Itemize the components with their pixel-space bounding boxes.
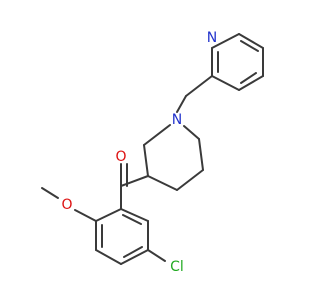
bond-benzene-6 [120,208,149,222]
bond-piperidine-5 [198,138,204,171]
bond-piperidine-3 [147,175,178,191]
bond-ch2-piperidine-n [176,95,187,113]
bond-pyridine-ch2 [185,75,213,97]
bond-benzene-3 [95,249,122,265]
bond-pyridine-2 [238,33,264,49]
bond-aryl-chlorine [147,249,166,262]
piperidine-nitrogen-label: N [172,112,182,128]
bond-pyridine-double-2 [240,72,257,84]
bond-piperidine-carbonyl [120,175,149,187]
bond-pyridine-5 [211,75,240,91]
bond-piperidine-2 [143,144,149,177]
bond-benzene-1 [95,208,122,222]
bond-pyridine-4 [238,75,264,91]
methoxy-oxygen-label: O [61,197,72,213]
bond-pyridine-1 [211,33,240,49]
pyridine-nitrogen-label: N [207,30,217,46]
carbonyl-oxygen-label: O [115,149,126,165]
bond-pyridine-double-1 [240,40,259,52]
bond-benzene-double-3 [122,214,142,225]
bond-piperidine-6 [183,125,200,140]
bond-benzene-4 [120,249,149,265]
bond-piperidine-4 [176,169,204,191]
molecule-structure-diagram: N N O O Cl [41,30,264,275]
bonds [41,33,264,265]
bond-benzene-double-2 [123,246,143,258]
atom-labels: N N O O Cl [61,30,217,275]
bond-piperidine-1 [143,124,171,146]
bond-methoxy-o-ch3 [41,187,59,199]
chlorine-label: Cl [170,259,184,275]
bond-aryl-methoxy-o [74,209,97,222]
